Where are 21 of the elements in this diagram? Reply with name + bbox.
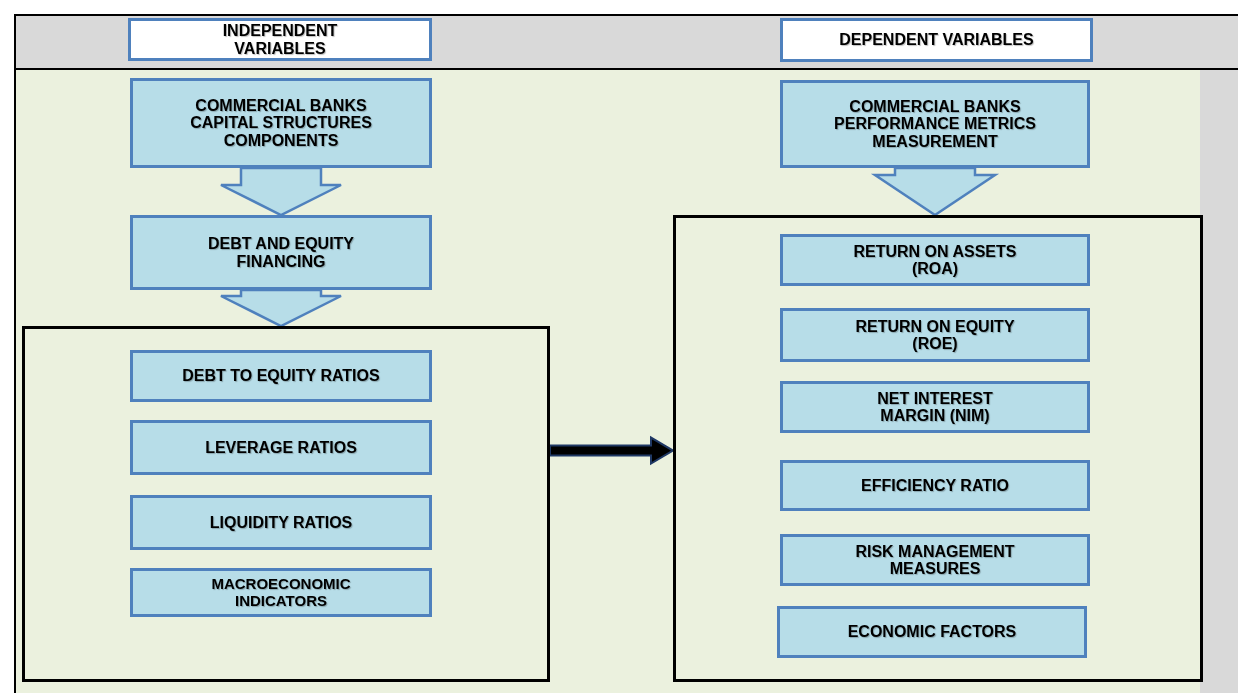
process-box: LIQUIDITY RATIOS: [130, 495, 432, 550]
block-arrow: [219, 288, 343, 328]
process-box: RETURN ON ASSETS (ROA): [780, 234, 1090, 286]
process-box: EFFICIENCY RATIO: [780, 460, 1090, 511]
process-box: RETURN ON EQUITY (ROE): [780, 308, 1090, 362]
process-box: DEBT AND EQUITY FINANCING: [130, 215, 432, 290]
block-arrow: [870, 166, 1000, 217]
block-arrow: [549, 435, 675, 466]
group-frame: [673, 215, 1203, 682]
process-box: DEBT TO EQUITY RATIOS: [130, 350, 432, 402]
process-box: RISK MANAGEMENT MEASURES: [780, 534, 1090, 586]
process-box: COMMERCIAL BANKS PERFORMANCE METRICS MEASUREMENT: [780, 80, 1090, 168]
process-box: LEVERAGE RATIOS: [130, 420, 432, 475]
process-box: NET INTEREST MARGIN (NIM): [780, 381, 1090, 433]
process-box: COMMERCIAL BANKS CAPITAL STRUCTURES COMPONENTS: [130, 78, 432, 168]
block-arrow: [219, 166, 343, 217]
group-frame: [22, 326, 550, 682]
header-box: INDEPENDENT VARIABLES: [128, 18, 432, 61]
header-box: DEPENDENT VARIABLES: [780, 18, 1093, 62]
process-box: MACROECONOMIC INDICATORS: [130, 568, 432, 617]
process-box: ECONOMIC FACTORS: [777, 606, 1087, 658]
